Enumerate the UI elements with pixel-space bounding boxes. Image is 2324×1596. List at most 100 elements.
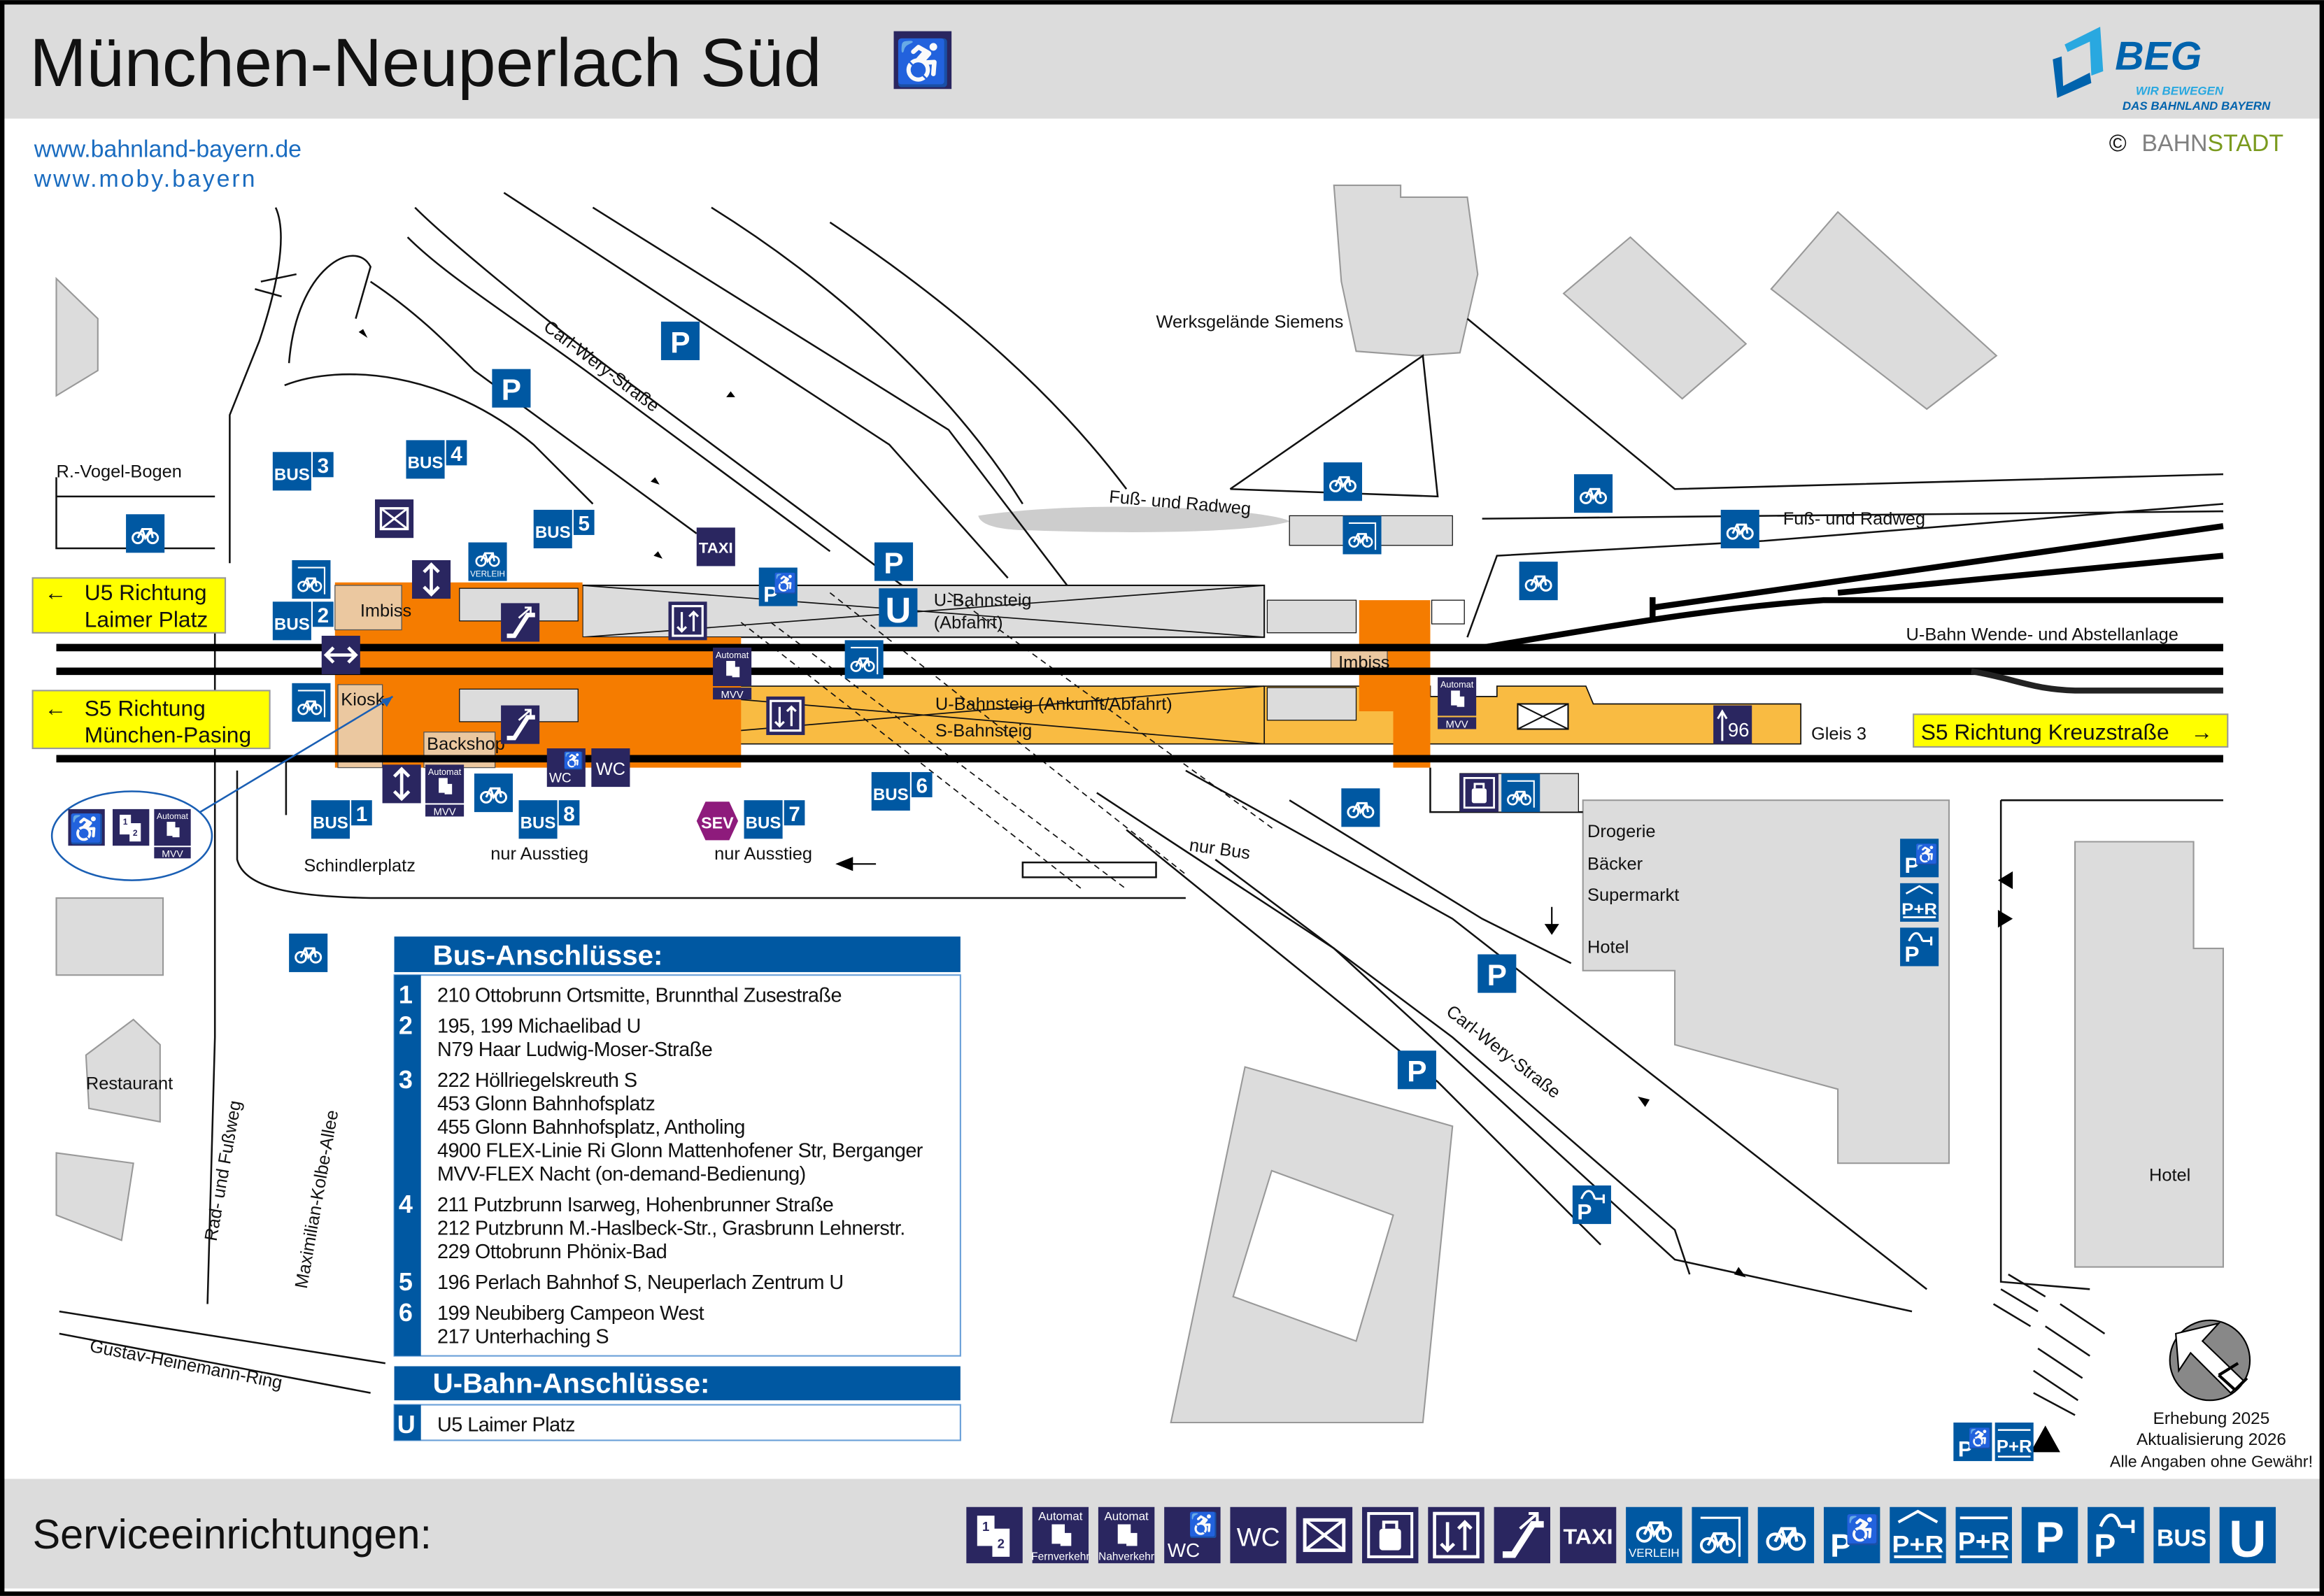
url-bahnland[interactable]: www.bahnland-bayern.de	[34, 136, 302, 163]
svg-text:♿: ♿	[774, 572, 798, 594]
elevator-sign[interactable]	[766, 696, 805, 735]
sev-sign[interactable]: SEV	[696, 801, 739, 841]
luggage-sign[interactable]	[1459, 774, 1498, 813]
bus-line-entry: 199 Neubiberg Campeon West	[437, 1302, 704, 1325]
bike-parking-sign[interactable]	[1573, 474, 1613, 513]
stairs-updown-sign[interactable]	[382, 764, 421, 804]
bus-line-entry: 195, 199 Michaelibad U	[437, 1015, 641, 1037]
svg-text:Backshop: Backshop	[427, 734, 505, 754]
escalator-sign[interactable]	[501, 603, 540, 642]
header-band	[3, 3, 2321, 119]
ticket-office-icon: ♿	[68, 808, 105, 846]
svg-text:WC: WC	[596, 760, 625, 779]
accessible-parking-sign[interactable]: P♿	[1900, 839, 1939, 878]
svg-text:VERLEIH: VERLEIH	[1629, 1546, 1680, 1560]
parking-sign[interactable]: P	[492, 369, 531, 408]
parking-sign[interactable]: P	[1478, 954, 1517, 993]
svg-text:1: 1	[356, 803, 368, 826]
parking-icon: P	[2021, 1506, 2078, 1564]
accessible-parking-sign[interactable]: P♿	[758, 567, 798, 607]
svg-text:SEV: SEV	[701, 813, 734, 832]
svg-text:MVV: MVV	[434, 806, 456, 818]
ubahn-sign[interactable]: U	[879, 588, 918, 630]
svg-text:Laimer Platz: Laimer Platz	[85, 606, 208, 632]
ev-charging-parking-sign[interactable]: P	[1572, 1185, 1611, 1225]
svg-text:♿: ♿	[1845, 1513, 1880, 1546]
bus-line-entry: 196 Perlach Bahnhof S, Neuperlach Zentru…	[437, 1271, 844, 1294]
bike-rental-icon: VERLEIH	[1626, 1506, 1682, 1564]
svg-text:P: P	[1904, 941, 1919, 967]
wc-sign[interactable]: WC	[591, 748, 630, 788]
svg-text:P: P	[2094, 1527, 2116, 1564]
bus-stop-number: 6	[399, 1298, 413, 1327]
ev-charging-parking-sign[interactable]: P	[1900, 927, 1939, 967]
svg-text:♿: ♿	[1189, 1511, 1218, 1539]
svg-text:2: 2	[998, 1537, 1005, 1551]
elevator-sign[interactable]	[668, 601, 707, 641]
svg-text:1: 1	[123, 817, 128, 827]
bike-rental-sign[interactable]: VERLEIH	[468, 542, 507, 581]
accessible-parking-sign[interactable]: P♿	[1953, 1422, 1992, 1462]
svg-text:P: P	[670, 326, 690, 359]
parking-sign[interactable]: P	[1397, 1050, 1436, 1090]
bike-parking-covered-sign[interactable]	[292, 560, 331, 599]
svg-text:96: 96	[1728, 719, 1750, 741]
park-and-ride-sign[interactable]: P+R	[1994, 1422, 2034, 1462]
svg-text:Supermarkt: Supermarkt	[1587, 885, 1679, 905]
bike-parking-sign[interactable]	[1720, 509, 1759, 549]
bike-parking-covered-sign[interactable]	[844, 640, 884, 679]
bus-96-sign[interactable]: 96	[1713, 705, 1752, 744]
accessible-wc-sign[interactable]: WC♿	[546, 748, 586, 788]
bike-parking-sign[interactable]	[126, 514, 165, 553]
bike-parking-sign[interactable]	[289, 933, 328, 972]
underpass-sign[interactable]	[321, 636, 360, 675]
services-title: Serviceeinrichtungen:	[33, 1511, 432, 1558]
svg-text:BUS: BUS	[274, 615, 310, 634]
bus-stop-number: 2	[399, 1011, 413, 1039]
svg-text:P: P	[502, 373, 521, 406]
svg-text:Hotel: Hotel	[2149, 1166, 2190, 1185]
svg-text:♿: ♿	[1968, 1427, 1992, 1450]
buildings	[55, 184, 2224, 1424]
bike-parking-covered-sign[interactable]	[1342, 515, 1382, 555]
svg-text:Restaurant: Restaurant	[86, 1074, 173, 1093]
svg-text:Imbiss: Imbiss	[360, 601, 411, 620]
bike-parking-sign[interactable]	[1323, 462, 1363, 501]
bike-parking-covered-sign[interactable]	[292, 683, 331, 722]
svg-text:Hotel: Hotel	[1587, 937, 1629, 957]
svg-text:S5 Richtung Kreuzstraße: S5 Richtung Kreuzstraße	[1921, 719, 2169, 744]
stairs-updown-sign[interactable]	[411, 560, 451, 599]
svg-text:→: →	[2190, 719, 2213, 744]
bus-line-entry: 211 Putzbrunn Isarweg, Hohenbrunner Stra…	[437, 1194, 833, 1216]
taxi-icon: TAXI	[1559, 1506, 1617, 1564]
taxi-sign[interactable]: TAXI	[696, 527, 735, 567]
bike-parking-sign[interactable]	[1519, 562, 1558, 601]
svg-text:Automat: Automat	[1440, 679, 1474, 690]
park-and-ride-sign[interactable]: P+R	[1900, 883, 1939, 922]
bike-parking-covered-sign[interactable]	[1501, 774, 1540, 813]
bike-parking-sign[interactable]	[474, 774, 513, 813]
svg-text:P: P	[1958, 1437, 1973, 1462]
parking-sign[interactable]: P	[660, 321, 700, 360]
parking-sign[interactable]: P	[874, 542, 914, 581]
svg-text:P: P	[884, 547, 903, 580]
url-moby[interactable]: www.moby.bayern	[34, 166, 257, 192]
escalator-sign[interactable]	[501, 705, 540, 744]
bus-line-entry: 222 Höllriegelskreuth S	[437, 1069, 637, 1092]
mailbox-sign[interactable]	[375, 499, 414, 539]
bike-parking-sign[interactable]	[1341, 788, 1380, 827]
